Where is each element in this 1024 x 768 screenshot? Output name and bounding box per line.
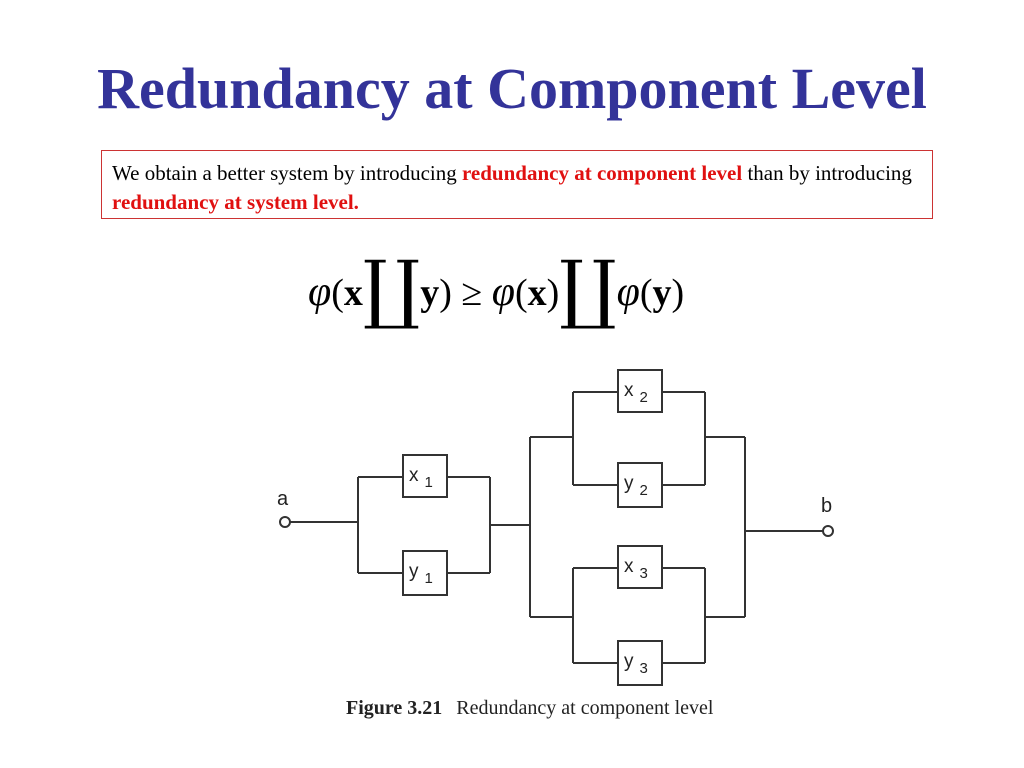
slide-title: Redundancy at Component Level bbox=[97, 56, 927, 121]
component-y1-index: 1 bbox=[425, 570, 433, 587]
formula-x-2: x bbox=[527, 272, 547, 314]
formula-open-2: ( bbox=[514, 272, 528, 314]
formula-y-1: y bbox=[420, 272, 440, 314]
component-x1-box bbox=[402, 454, 448, 498]
component-y1-letter: y bbox=[409, 561, 419, 582]
note-highlight-component: redundancy at component level bbox=[461, 161, 743, 185]
formula-open-3: ( bbox=[639, 272, 653, 314]
component-x2-box bbox=[617, 369, 663, 413]
figure-caption-text: Redundancy at component level bbox=[456, 697, 714, 719]
component-y3-box bbox=[617, 640, 663, 686]
figure-number: Figure 3.21 bbox=[346, 697, 443, 719]
input-terminal-label: a bbox=[277, 488, 289, 510]
component-x3-box bbox=[617, 545, 663, 589]
formula-geq: ≥ bbox=[461, 272, 483, 314]
formula-x-1: x bbox=[343, 272, 363, 314]
component-x3-index: 3 bbox=[640, 565, 648, 582]
formula-close-2: ) bbox=[546, 272, 560, 314]
component-boxes bbox=[402, 369, 663, 686]
component-x1-letter: x bbox=[409, 465, 419, 486]
formula-phi-2: φ bbox=[491, 269, 515, 315]
note-text-2: than by introducing bbox=[742, 161, 912, 185]
component-x1-index: 1 bbox=[425, 474, 433, 491]
component-y3-index: 3 bbox=[640, 660, 648, 677]
formula-close-3: ) bbox=[671, 272, 685, 314]
formula-phi-3: φ bbox=[616, 269, 640, 315]
output-terminal bbox=[822, 525, 834, 537]
formula-coproduct-2: ∐ bbox=[559, 247, 617, 331]
component-y2-index: 2 bbox=[640, 482, 648, 499]
inequality-formula: φ(x∐y) ≥ φ(x)∐φ(y) bbox=[308, 247, 808, 331]
formula-coproduct-1: ∐ bbox=[362, 247, 421, 331]
component-y2-box bbox=[617, 462, 663, 508]
formula-open-1: ( bbox=[331, 272, 344, 314]
diagram-wires bbox=[290, 391, 823, 664]
figure-caption: Figure 3.21 Redundancy at component level bbox=[346, 697, 713, 720]
component-x3-letter: x bbox=[624, 556, 634, 577]
component-x2-letter: x bbox=[624, 380, 634, 401]
component-y1-box bbox=[402, 550, 448, 596]
formula-y-2: y bbox=[652, 272, 672, 314]
output-terminal-label: b bbox=[821, 495, 832, 517]
formula-close-1: ) bbox=[439, 272, 452, 314]
component-x2-index: 2 bbox=[640, 389, 648, 406]
note-highlight-system: redundancy at system level. bbox=[112, 190, 359, 215]
component-y3-letter: y bbox=[624, 651, 634, 672]
component-y2-letter: y bbox=[624, 473, 634, 494]
note-text-1: We obtain a better system by introducing bbox=[112, 161, 462, 185]
formula-phi-1: φ bbox=[308, 269, 332, 315]
note-box: We obtain a better system by introducing… bbox=[101, 150, 933, 219]
input-terminal bbox=[279, 516, 291, 528]
